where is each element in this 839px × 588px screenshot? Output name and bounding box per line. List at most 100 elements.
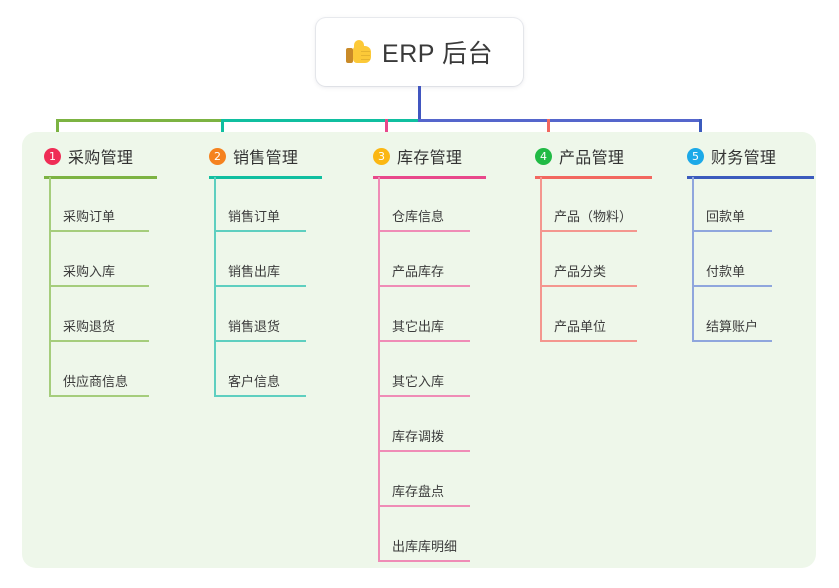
leaf-item[interactable]: 供应商信息: [49, 342, 149, 397]
root-node[interactable]: ERP 后台: [316, 18, 523, 86]
leaf-underline: [49, 395, 149, 397]
content-panel: [22, 132, 816, 568]
category-spine: [49, 177, 51, 397]
connector-bar-teal: [221, 119, 419, 122]
leaf-item[interactable]: 销售订单: [214, 177, 306, 232]
category-column-采购管理: 1 采购管理采购订单采购入库采购退货供应商信息: [33, 143, 157, 397]
leaf-label: 销售退货: [228, 319, 281, 334]
leaf-underline: [378, 560, 470, 562]
category-title: 采购管理: [68, 150, 134, 167]
leaf-label: 采购订单: [63, 209, 116, 224]
category-spine: [540, 177, 542, 342]
connector-drop-5: [699, 119, 702, 143]
leaf-label: 仓库信息: [392, 209, 445, 224]
connector-drop-4: [547, 119, 550, 143]
leaf-underline: [378, 450, 470, 452]
leaf-underline: [378, 395, 470, 397]
thumbs-up-icon: [346, 39, 372, 65]
leaf-underline: [692, 230, 772, 232]
leaf-item[interactable]: 库存调拨: [378, 397, 470, 452]
leaf-label: 客户信息: [228, 374, 281, 389]
leaf-item[interactable]: 销售退货: [214, 287, 306, 342]
category-underline: [687, 176, 814, 179]
leaf-item[interactable]: 产品（物料）: [540, 177, 637, 232]
leaf-underline: [378, 340, 470, 342]
leaf-item[interactable]: 出库库明细: [378, 507, 470, 562]
leaf-item[interactable]: 客户信息: [214, 342, 306, 397]
category-title: 产品管理: [559, 150, 625, 167]
leaf-underline: [49, 340, 149, 342]
leaf-underline: [49, 285, 149, 287]
leaf-label: 产品库存: [392, 264, 445, 279]
category-spine: [214, 177, 216, 397]
root-trunk-line: [418, 86, 421, 121]
category-header-采购管理[interactable]: 1 采购管理: [33, 143, 133, 169]
leaf-underline: [692, 285, 772, 287]
category-header-库存管理[interactable]: 3 库存管理: [362, 143, 462, 169]
root-label: ERP 后台: [382, 40, 493, 68]
leaf-label: 销售订单: [228, 209, 281, 224]
leaf-underline: [540, 230, 637, 232]
category-number-badge: 4: [535, 147, 552, 165]
category-underline: [373, 176, 486, 179]
leaf-underline: [692, 340, 772, 342]
leaf-label: 产品分类: [554, 264, 607, 279]
leaf-item[interactable]: 回款单: [692, 177, 772, 232]
leaf-label: 库存盘点: [392, 484, 445, 499]
category-number-badge: 5: [687, 147, 704, 165]
leaf-item[interactable]: 其它入库: [378, 342, 470, 397]
leaf-item[interactable]: 采购退货: [49, 287, 149, 342]
leaf-item[interactable]: 产品分类: [540, 232, 637, 287]
leaf-item[interactable]: 付款单: [692, 232, 772, 287]
connector-drop-2: [221, 119, 224, 143]
leaf-item[interactable]: 其它出库: [378, 287, 470, 342]
category-underline: [209, 176, 322, 179]
leaf-underline: [378, 230, 470, 232]
leaf-item[interactable]: 产品单位: [540, 287, 637, 342]
leaf-item[interactable]: 结算账户: [692, 287, 772, 342]
leaf-label: 回款单: [706, 209, 746, 224]
category-title: 库存管理: [397, 150, 463, 167]
category-title: 销售管理: [233, 150, 299, 167]
category-spine: [692, 177, 694, 342]
leaf-item[interactable]: 产品库存: [378, 232, 470, 287]
leaf-label: 销售出库: [228, 264, 281, 279]
leaf-label: 出库库明细: [392, 539, 458, 554]
category-column-库存管理: 3 库存管理仓库信息产品库存其它出库其它入库库存调拨库存盘点出库库明细: [362, 143, 486, 562]
leaf-underline: [540, 340, 637, 342]
leaf-underline: [214, 230, 306, 232]
connector-drop-1: [56, 119, 59, 143]
leaf-underline: [214, 340, 306, 342]
leaf-underline: [214, 285, 306, 287]
leaf-item[interactable]: 采购订单: [49, 177, 149, 232]
category-header-销售管理[interactable]: 2 销售管理: [198, 143, 298, 169]
leaf-item[interactable]: 仓库信息: [378, 177, 470, 232]
leaf-item[interactable]: 销售出库: [214, 232, 306, 287]
leaf-label: 其它出库: [392, 319, 445, 334]
leaf-underline: [214, 395, 306, 397]
category-spine: [378, 177, 380, 562]
category-column-销售管理: 2 销售管理销售订单销售出库销售退货客户信息: [198, 143, 322, 397]
category-number-badge: 2: [209, 147, 226, 165]
leaf-label: 产品单位: [554, 319, 607, 334]
leaf-label: 产品（物料）: [554, 209, 633, 224]
category-number-badge: 3: [373, 147, 390, 165]
category-header-产品管理[interactable]: 4 产品管理: [524, 143, 624, 169]
leaf-label: 采购入库: [63, 264, 116, 279]
connector-bar-blue: [418, 119, 701, 122]
category-underline: [44, 176, 157, 179]
leaf-label: 付款单: [706, 264, 746, 279]
leaf-underline: [540, 285, 637, 287]
leaf-underline: [378, 505, 470, 507]
category-number-badge: 1: [44, 147, 61, 165]
category-column-产品管理: 4 产品管理产品（物料） 产品分类产品单位: [524, 143, 652, 342]
leaf-item[interactable]: 采购入库: [49, 232, 149, 287]
leaf-label: 采购退货: [63, 319, 116, 334]
leaf-item[interactable]: 库存盘点: [378, 452, 470, 507]
category-underline: [535, 176, 652, 179]
leaf-label: 库存调拨: [392, 429, 445, 444]
leaf-underline: [378, 285, 470, 287]
